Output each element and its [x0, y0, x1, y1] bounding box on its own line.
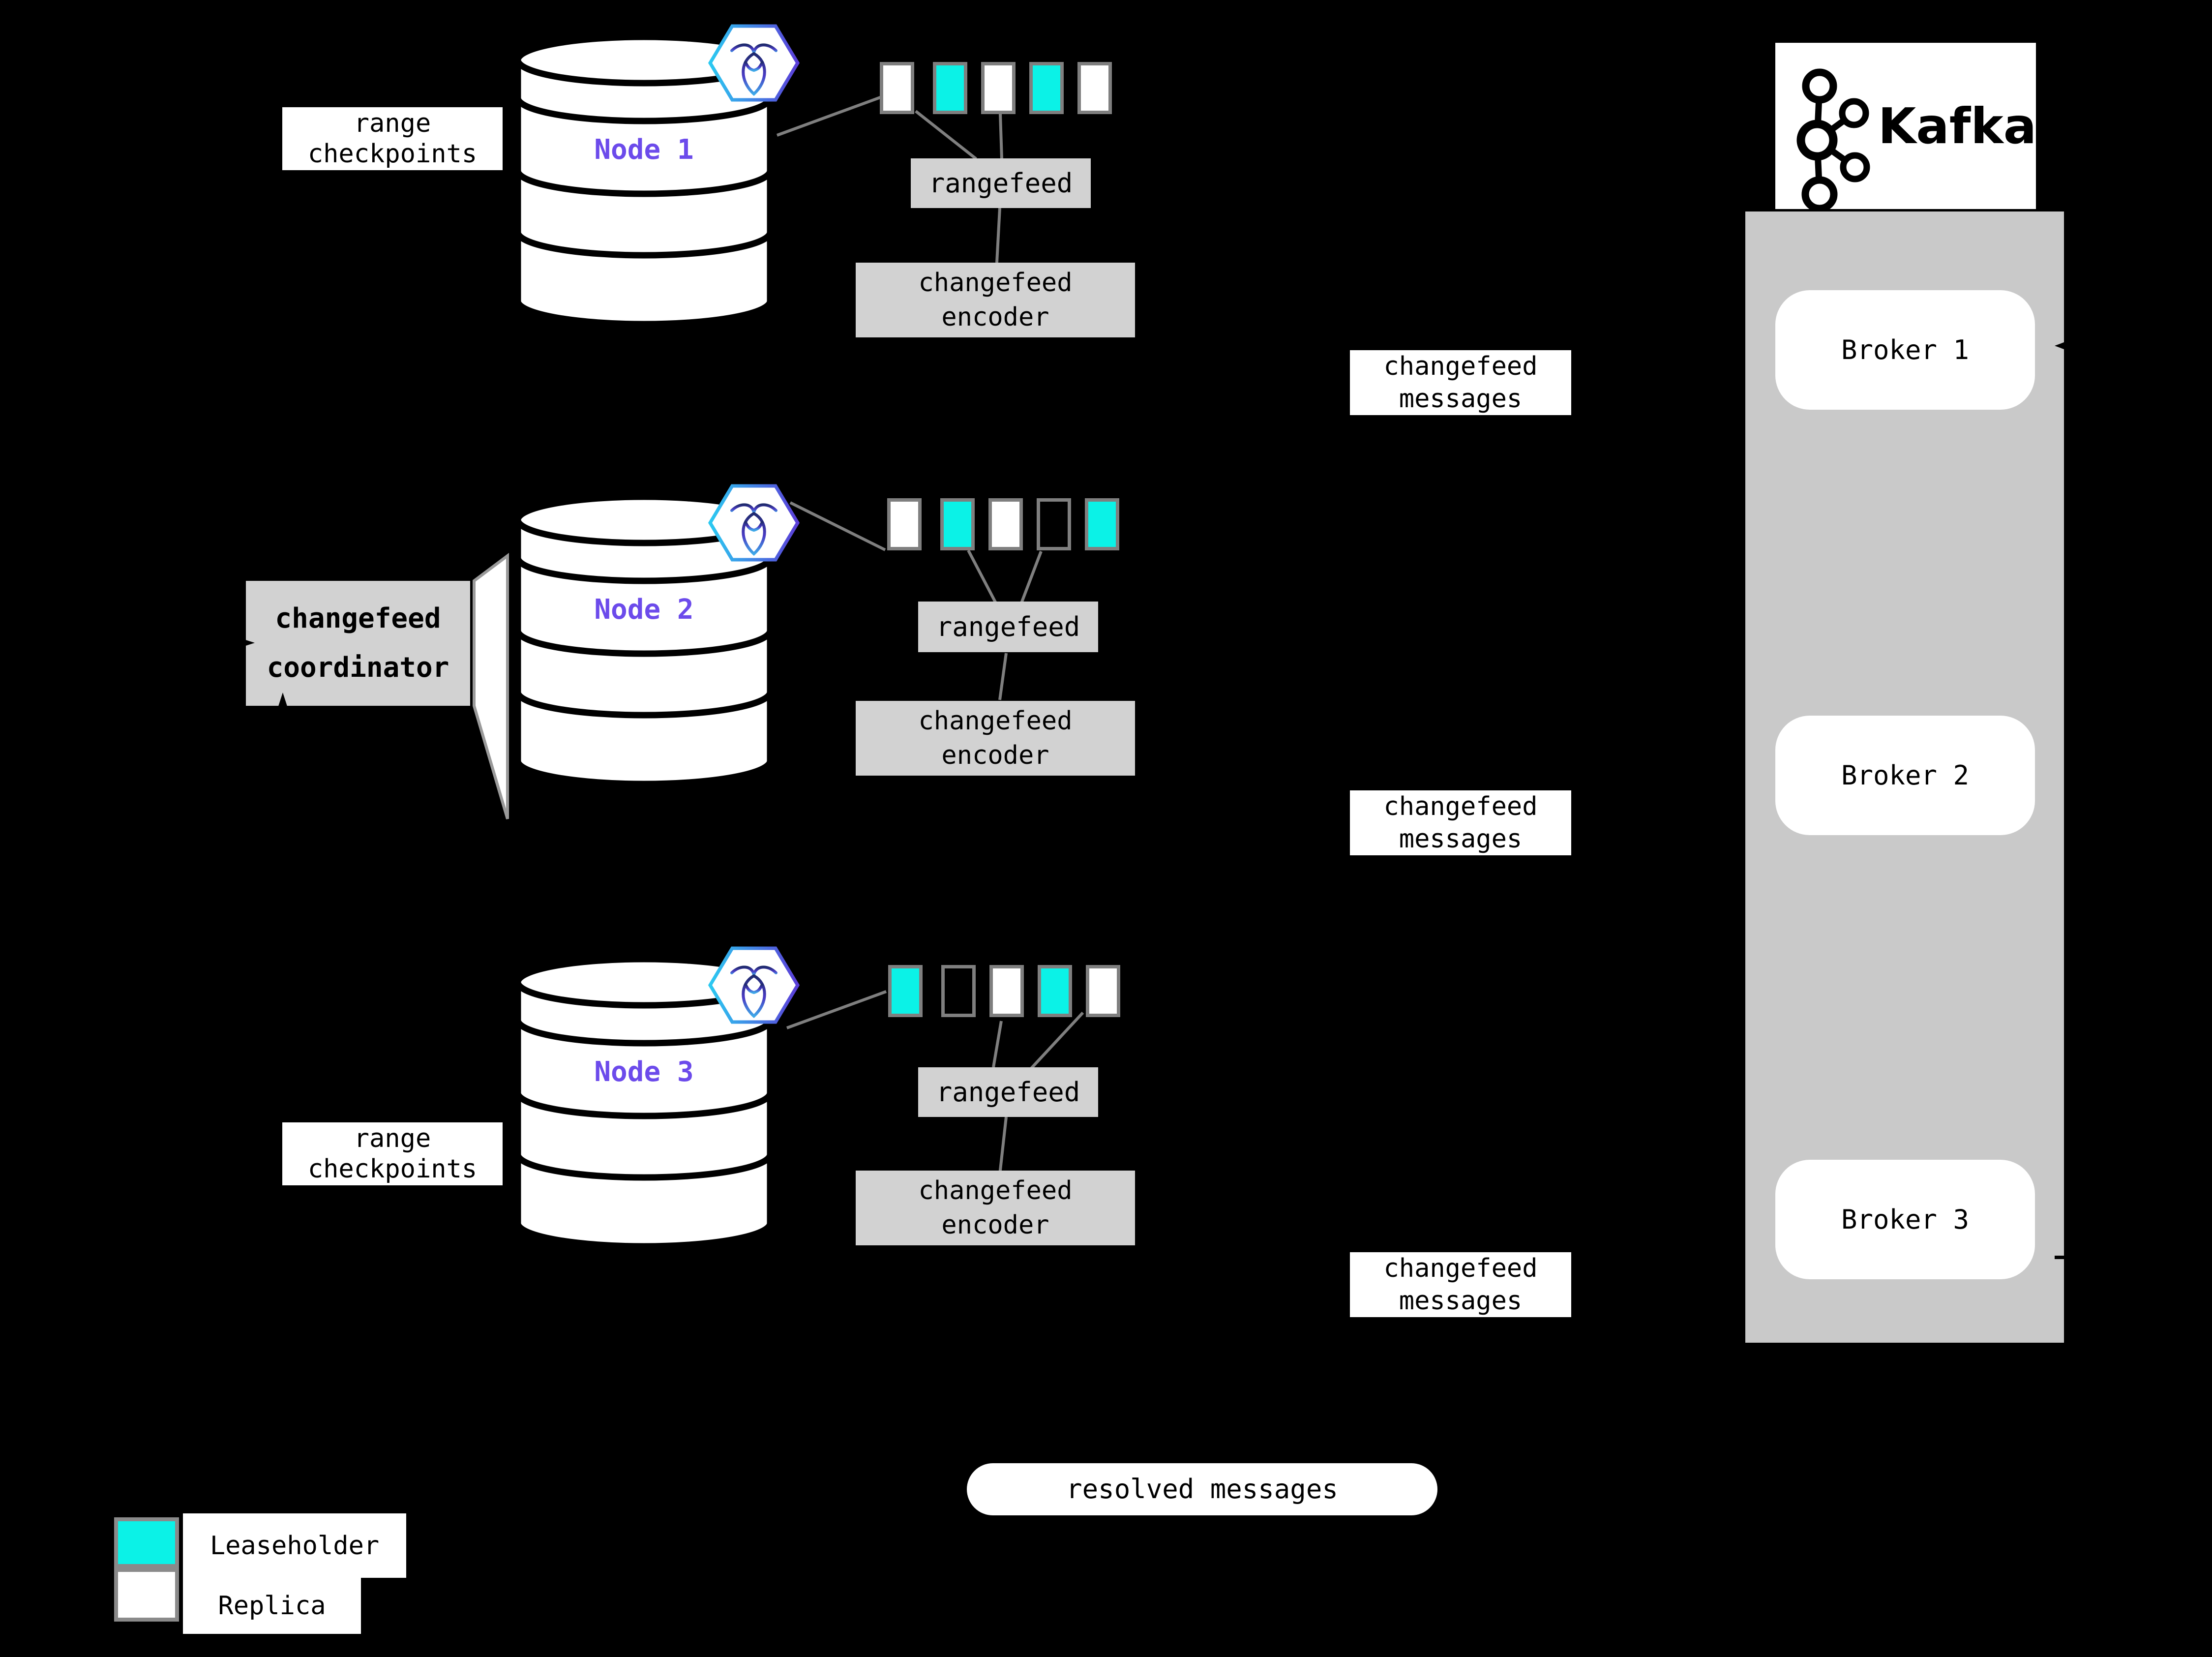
node-3-ranges: [888, 965, 1124, 1017]
coordinator-pointer: [473, 553, 509, 819]
arrowhead-icon: [235, 636, 255, 649]
range-block: [940, 498, 975, 550]
range-block: [989, 965, 1024, 1017]
rangefeed-label: rangefeed: [936, 1076, 1080, 1108]
changefeed-encoder-box: changefeed encoder: [856, 263, 1135, 337]
legend-replica-label: Replica: [183, 1578, 361, 1634]
arrowhead-icon: [2055, 336, 2081, 356]
encoder-label-line1: changefeed: [918, 1176, 1073, 1205]
encoder-label-line2: encoder: [941, 741, 1049, 770]
callout-line1: range: [354, 1124, 431, 1153]
broker-3: Broker 3: [1775, 1160, 2035, 1279]
range-block: [1029, 62, 1064, 114]
rangefeed-box: rangefeed: [918, 602, 1098, 652]
range-block: [1038, 965, 1072, 1017]
node-1-label: Node 1: [594, 134, 694, 166]
node-2-database-cylinder-icon: [514, 493, 774, 787]
arrow-fragment: [2055, 1256, 2064, 1259]
range-block: [981, 62, 1016, 114]
changefeed-messages-label-1: changefeed messages: [1350, 350, 1571, 415]
encoder-label-line2: encoder: [941, 1210, 1049, 1240]
node-1-ranges: [880, 62, 1116, 114]
node-2-label: Node 2: [594, 594, 694, 626]
changefeed-messages-line2: messages: [1399, 1286, 1523, 1316]
legend-leaseholder-label: Leaseholder: [183, 1513, 406, 1578]
node-3-label: Node 3: [594, 1056, 694, 1088]
range-checkpoints-callout-node3: range checkpoints: [282, 1122, 503, 1185]
arrowhead-icon: [277, 693, 288, 709]
node-3-database-cylinder-icon: [514, 956, 774, 1250]
callout-line1: range: [354, 109, 431, 138]
changefeed-messages-line2: messages: [1399, 824, 1523, 854]
range-block: [1085, 498, 1119, 550]
range-block: [880, 62, 914, 114]
rangefeed-box: rangefeed: [918, 1067, 1098, 1117]
legend-leaseholder-swatch: [114, 1517, 179, 1568]
coordinator-line1: changefeed: [275, 603, 441, 634]
changefeed-messages-line1: changefeed: [1383, 792, 1538, 821]
changefeed-messages-line1: changefeed: [1383, 1254, 1538, 1283]
coordinator-line2: coordinator: [267, 652, 449, 684]
resolved-messages-pill: resolved messages: [967, 1463, 1437, 1515]
range-block: [933, 62, 967, 114]
encoder-label-line2: encoder: [941, 302, 1049, 332]
resolved-messages-label: resolved messages: [1066, 1474, 1338, 1505]
node-1-database-cylinder-icon: [514, 33, 774, 328]
encoder-label-line1: changefeed: [918, 268, 1073, 298]
kafka-logo: Kafka: [1775, 43, 2037, 211]
cockroachdb-logo-icon: [708, 484, 800, 562]
callout-line2: checkpoints: [307, 1154, 478, 1184]
range-block: [1037, 498, 1071, 550]
legend-replica-swatch: [114, 1568, 179, 1622]
range-block: [887, 498, 922, 550]
range-block: [988, 498, 1023, 550]
rangefeed-label: rangefeed: [936, 611, 1080, 642]
range-block: [941, 965, 976, 1017]
rangefeed-label: rangefeed: [928, 167, 1073, 199]
callout-line2: checkpoints: [307, 139, 478, 169]
changefeed-encoder-box: changefeed encoder: [856, 701, 1135, 776]
range-checkpoints-callout-node1: range checkpoints: [282, 107, 503, 170]
rangefeed-box: rangefeed: [911, 158, 1091, 208]
encoder-label-line1: changefeed: [918, 706, 1073, 736]
broker-2: Broker 2: [1775, 716, 2035, 835]
range-block: [1077, 62, 1112, 114]
changefeed-messages-line1: changefeed: [1383, 352, 1538, 381]
changefeed-encoder-box: changefeed encoder: [856, 1171, 1135, 1245]
kafka-wordmark: Kafka: [1878, 97, 2037, 155]
legend-label: Leaseholder: [209, 1531, 380, 1561]
cockroachdb-logo-icon: [708, 946, 800, 1024]
kafka-icon: [1796, 68, 1870, 211]
changefeed-messages-label-3: changefeed messages: [1350, 1252, 1571, 1317]
changefeed-coordinator-callout: changefeed coordinator: [246, 581, 470, 706]
changefeed-messages-label-2: changefeed messages: [1350, 790, 1571, 855]
broker-1: Broker 1: [1775, 290, 2035, 410]
range-block: [888, 965, 923, 1017]
legend-label: Replica: [218, 1591, 326, 1621]
range-block: [1086, 965, 1120, 1017]
cockroachdb-logo-icon: [708, 24, 800, 102]
changefeed-messages-line2: messages: [1399, 384, 1523, 414]
node-2-ranges: [887, 498, 1123, 550]
